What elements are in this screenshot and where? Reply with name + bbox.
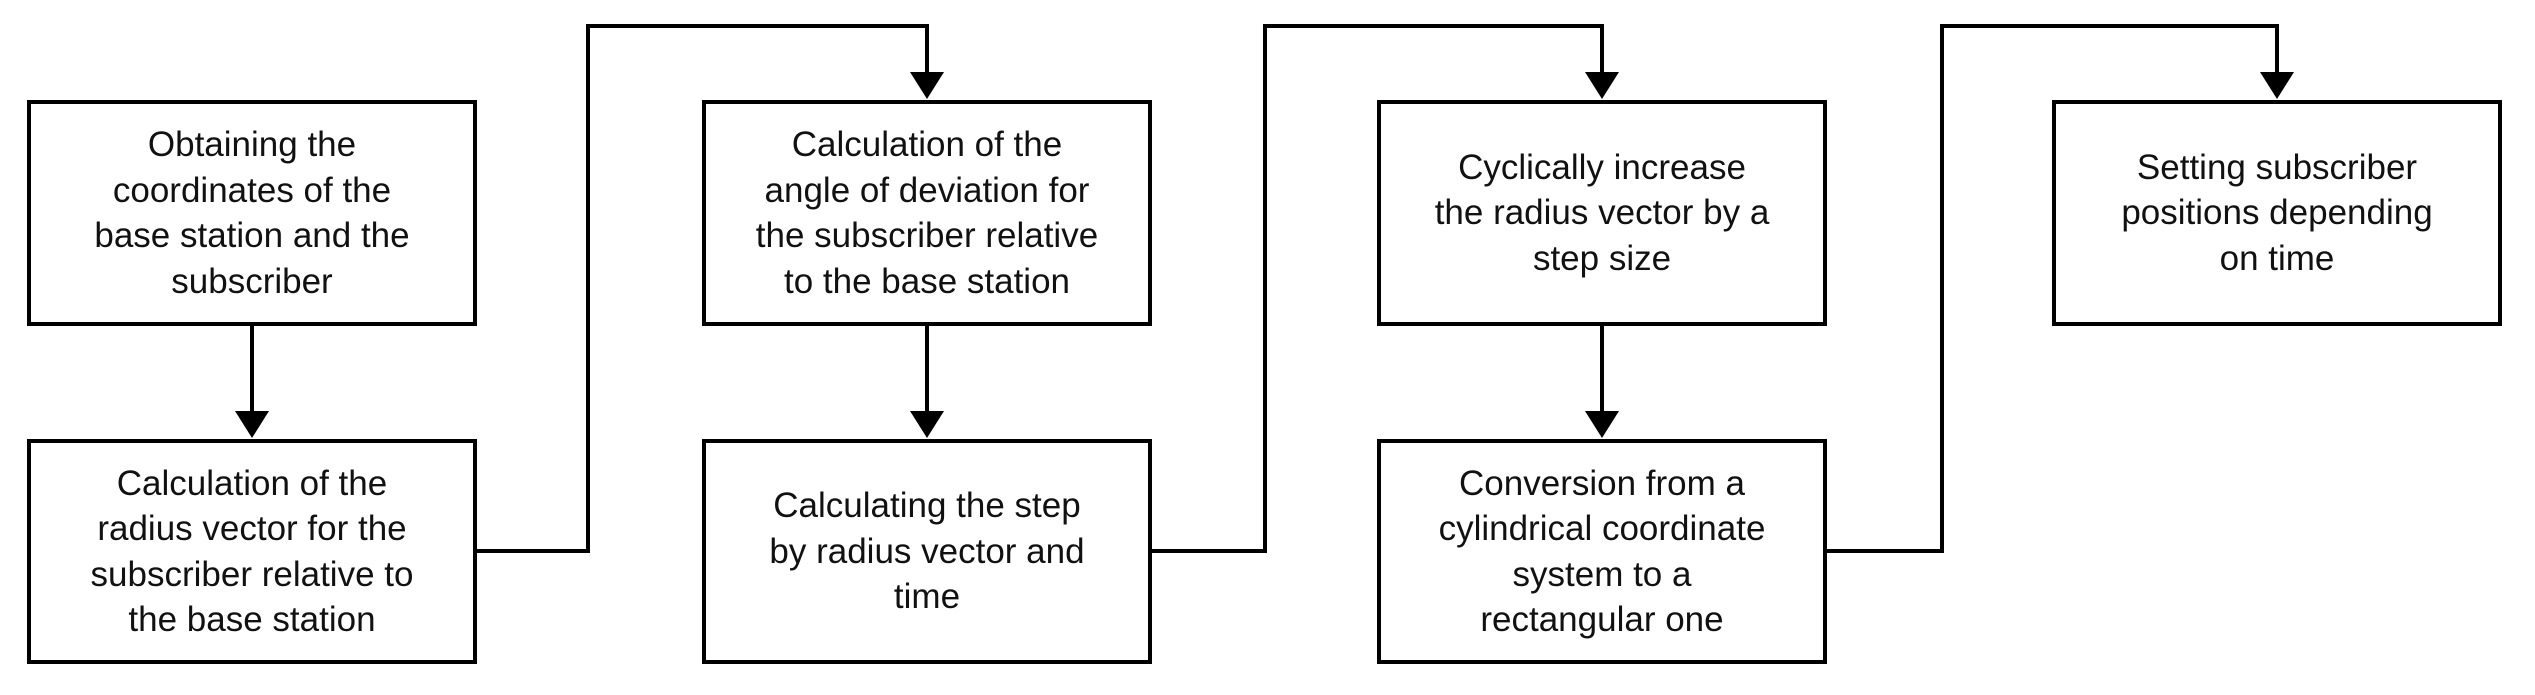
step-4-label: Calculating the step by radius vector an… bbox=[769, 486, 1085, 617]
step-7-label: Setting subscriber positions depending o… bbox=[2121, 147, 2433, 278]
flowchart-step-6: Conversion from a cylindrical coordinate… bbox=[1377, 439, 1827, 664]
step-1-label: Obtaining the coordinates of the base st… bbox=[94, 125, 410, 301]
flowchart-step-7: Setting subscriber positions depending o… bbox=[2052, 100, 2502, 326]
step-3-label: Calculation of the angle of deviation fo… bbox=[755, 125, 1099, 301]
step-5-label: Cyclically increase the radius vector by… bbox=[1434, 147, 1770, 278]
flowchart-step-4: Calculating the step by radius vector an… bbox=[702, 439, 1152, 664]
flowchart-step-5: Cyclically increase the radius vector by… bbox=[1377, 100, 1827, 326]
flowchart-step-3: Calculation of the angle of deviation fo… bbox=[702, 100, 1152, 326]
arrow-step5-to-step6 bbox=[1585, 326, 1619, 438]
step-6-label: Conversion from a cylindrical coordinate… bbox=[1438, 463, 1766, 640]
step-2-label: Calculation of the radius vector for the… bbox=[90, 463, 414, 640]
flowchart-step-2: Calculation of the radius vector for the… bbox=[27, 439, 477, 664]
flowchart-step-1: Obtaining the coordinates of the base st… bbox=[27, 100, 477, 326]
arrow-step3-to-step4 bbox=[910, 326, 944, 438]
arrow-step1-to-step2 bbox=[235, 326, 269, 438]
